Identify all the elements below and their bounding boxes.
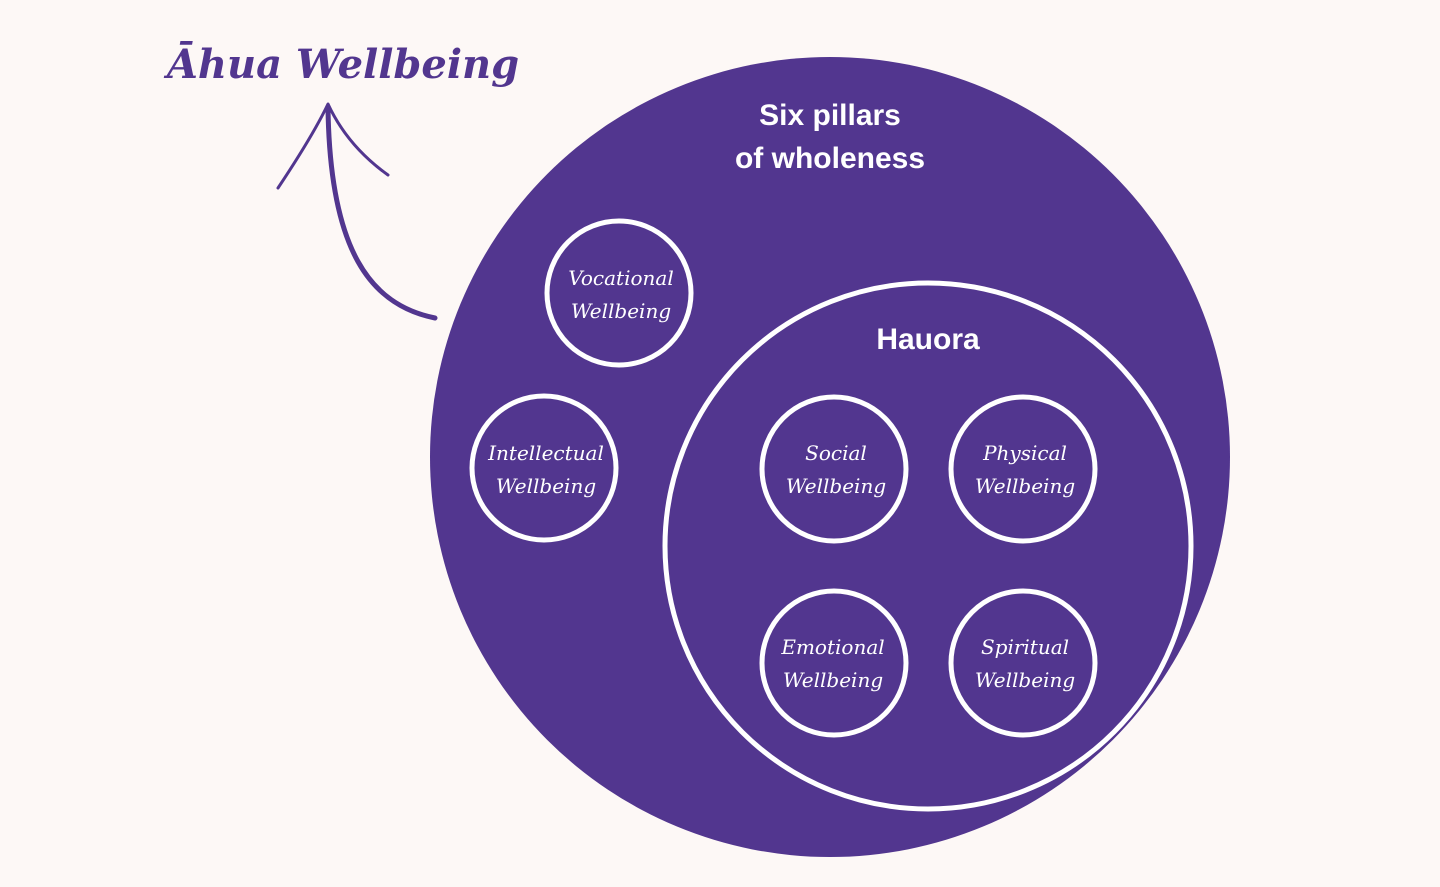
pillar-circle	[469, 393, 619, 543]
outer-title-line1: Six pillars	[759, 99, 901, 132]
pillar-circle	[759, 394, 909, 544]
pillar-circle	[759, 588, 909, 738]
pillar-label-line2: Wellbeing	[783, 668, 883, 692]
pillar-vocational: Vocational Wellbeing	[544, 218, 694, 368]
pillar-emotional: Emotional Wellbeing	[759, 588, 909, 738]
hauora-title: Hauora	[876, 323, 980, 356]
arrow-icon	[276, 102, 438, 321]
pillar-label-line2: Wellbeing	[786, 474, 886, 498]
pillar-label-line2: Wellbeing	[975, 668, 1075, 692]
pillar-label-line1: Spiritual	[981, 635, 1069, 659]
brand-title: Āhua Wellbeing	[163, 41, 519, 88]
pillar-circle	[948, 394, 1098, 544]
pillar-circle	[948, 588, 1098, 738]
pillar-label-line1: Vocational	[568, 266, 673, 290]
pillar-label-line1: Social	[805, 441, 867, 465]
pillar-physical: Physical Wellbeing	[948, 394, 1098, 544]
outer-circle	[430, 57, 1230, 857]
outer-title-line2: of wholeness	[735, 142, 925, 175]
pillar-label-line2: Wellbeing	[496, 474, 596, 498]
pillar-social: Social Wellbeing	[759, 394, 909, 544]
pillar-label-line2: Wellbeing	[571, 299, 671, 323]
pillar-label-line2: Wellbeing	[975, 474, 1075, 498]
pillar-label-line1: Physical	[982, 441, 1067, 465]
pillar-label-line1: Emotional	[780, 635, 884, 659]
pillar-circle	[544, 218, 694, 368]
hauora-circle	[662, 280, 1194, 812]
pillar-label-line1: Intellectual	[487, 441, 604, 465]
pillar-intellectual: Intellectual Wellbeing	[469, 393, 619, 543]
pillar-spiritual: Spiritual Wellbeing	[948, 588, 1098, 738]
